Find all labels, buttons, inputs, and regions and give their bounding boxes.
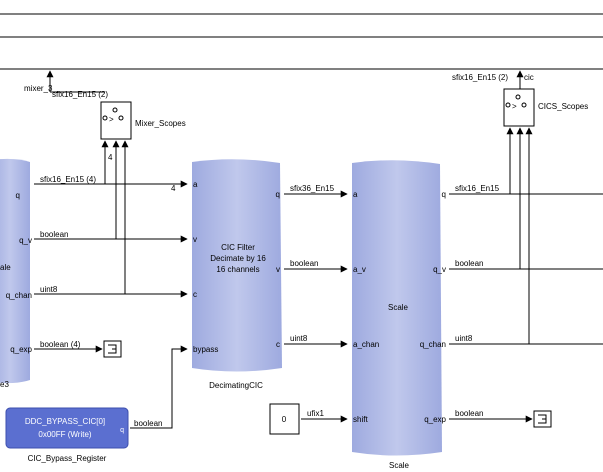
- cics-signal-label: sfix16_En15 (2): [452, 73, 508, 82]
- cics-scope-name: CICS_Scopes: [538, 102, 588, 111]
- left-port-q: q: [16, 191, 20, 200]
- cic-title-3: 16 channels: [216, 265, 259, 274]
- scope-icon: >: [109, 115, 114, 124]
- left-block[interactable]: [0, 158, 30, 384]
- wire-v-label: boolean: [40, 230, 68, 239]
- left-block-name: e3: [0, 380, 9, 389]
- register-line2: 0x00FF (Write): [38, 430, 92, 439]
- mixer-scope-name: Mixer_Scopes: [135, 119, 186, 128]
- cics-net-label: cic: [524, 73, 534, 82]
- scale-out-qv: q_v: [433, 265, 446, 274]
- cic-in-a: a: [193, 180, 198, 189]
- wire-bypass-label: boolean: [134, 419, 162, 428]
- cics-scope-block[interactable]: >: [503, 88, 535, 127]
- register-block-name: CIC_Bypass_Register: [28, 454, 107, 463]
- cic-in-bypass: bypass: [193, 345, 218, 354]
- mixer-signal-label: sfix16_En15 (2): [52, 90, 108, 99]
- wire-width-label-b: 4: [171, 184, 176, 193]
- constant-value: 0: [282, 415, 287, 424]
- scale-in-achan: a_chan: [353, 340, 379, 349]
- cic-title-1: CIC Filter: [221, 243, 255, 252]
- wire-scale-qchan-label: uint8: [455, 334, 473, 343]
- scale-out-qchan: q_chan: [420, 340, 446, 349]
- wire-scale-qexp-label: boolean: [455, 409, 483, 418]
- scale-title: Scale: [388, 303, 409, 312]
- mixer-scope-block[interactable]: >: [100, 101, 132, 140]
- wire-c-label: uint8: [40, 285, 58, 294]
- wire-cic-c-label: uint8: [290, 334, 308, 343]
- mixer-net-label: mixer_3: [24, 84, 53, 93]
- wire-bypass: [130, 345, 188, 429]
- left-port-qexp: q_exp: [10, 345, 32, 354]
- terminator-block-1[interactable]: [103, 340, 122, 358]
- cic-in-c: c: [193, 290, 197, 299]
- wire-shift-label: ufix1: [307, 409, 324, 418]
- wire-cic-q-label: sfix36_En15: [290, 184, 335, 193]
- terminator-block-2[interactable]: [533, 410, 552, 428]
- scale-in-shift: shift: [353, 415, 368, 424]
- cic-in-v: v: [193, 235, 197, 244]
- scale-in-a: a: [353, 190, 358, 199]
- wire-scale-qv-label: boolean: [455, 259, 483, 268]
- wire-cic-v-label: boolean: [290, 259, 318, 268]
- wire-exp-label: boolean (4): [40, 340, 81, 349]
- left-port-qchan: q_chan: [6, 291, 32, 300]
- left-port-qv: q_v: [19, 236, 32, 245]
- cic-block-name: DecimatingCIC: [209, 381, 263, 390]
- constant-block[interactable]: [269, 403, 300, 435]
- cic-title-2: Decimate by 16: [210, 254, 266, 263]
- scale-in-av: a_v: [353, 265, 366, 274]
- cic-out-c: c: [276, 340, 280, 349]
- left-block-label: ale: [0, 263, 11, 272]
- scope-icon: >: [512, 102, 517, 111]
- scale-out-q: q: [442, 190, 446, 199]
- wire-width-label: 4: [108, 153, 113, 162]
- scale-block-name: Scale: [389, 461, 410, 470]
- wire-scale-q-label: sfix16_En15: [455, 184, 500, 193]
- scale-block[interactable]: [352, 160, 442, 456]
- register-line1: DDC_BYPASS_CIC[0]: [25, 417, 105, 426]
- cic-bypass-register-block[interactable]: [5, 407, 129, 449]
- cic-out-q: q: [276, 190, 280, 199]
- cic-filter-block[interactable]: [192, 159, 282, 372]
- cic-out-v: v: [276, 265, 280, 274]
- register-port: q: [120, 427, 124, 434]
- wire-a-label: sfix16_En15 (4): [40, 175, 96, 184]
- scale-out-qexp: q_exp: [424, 415, 446, 424]
